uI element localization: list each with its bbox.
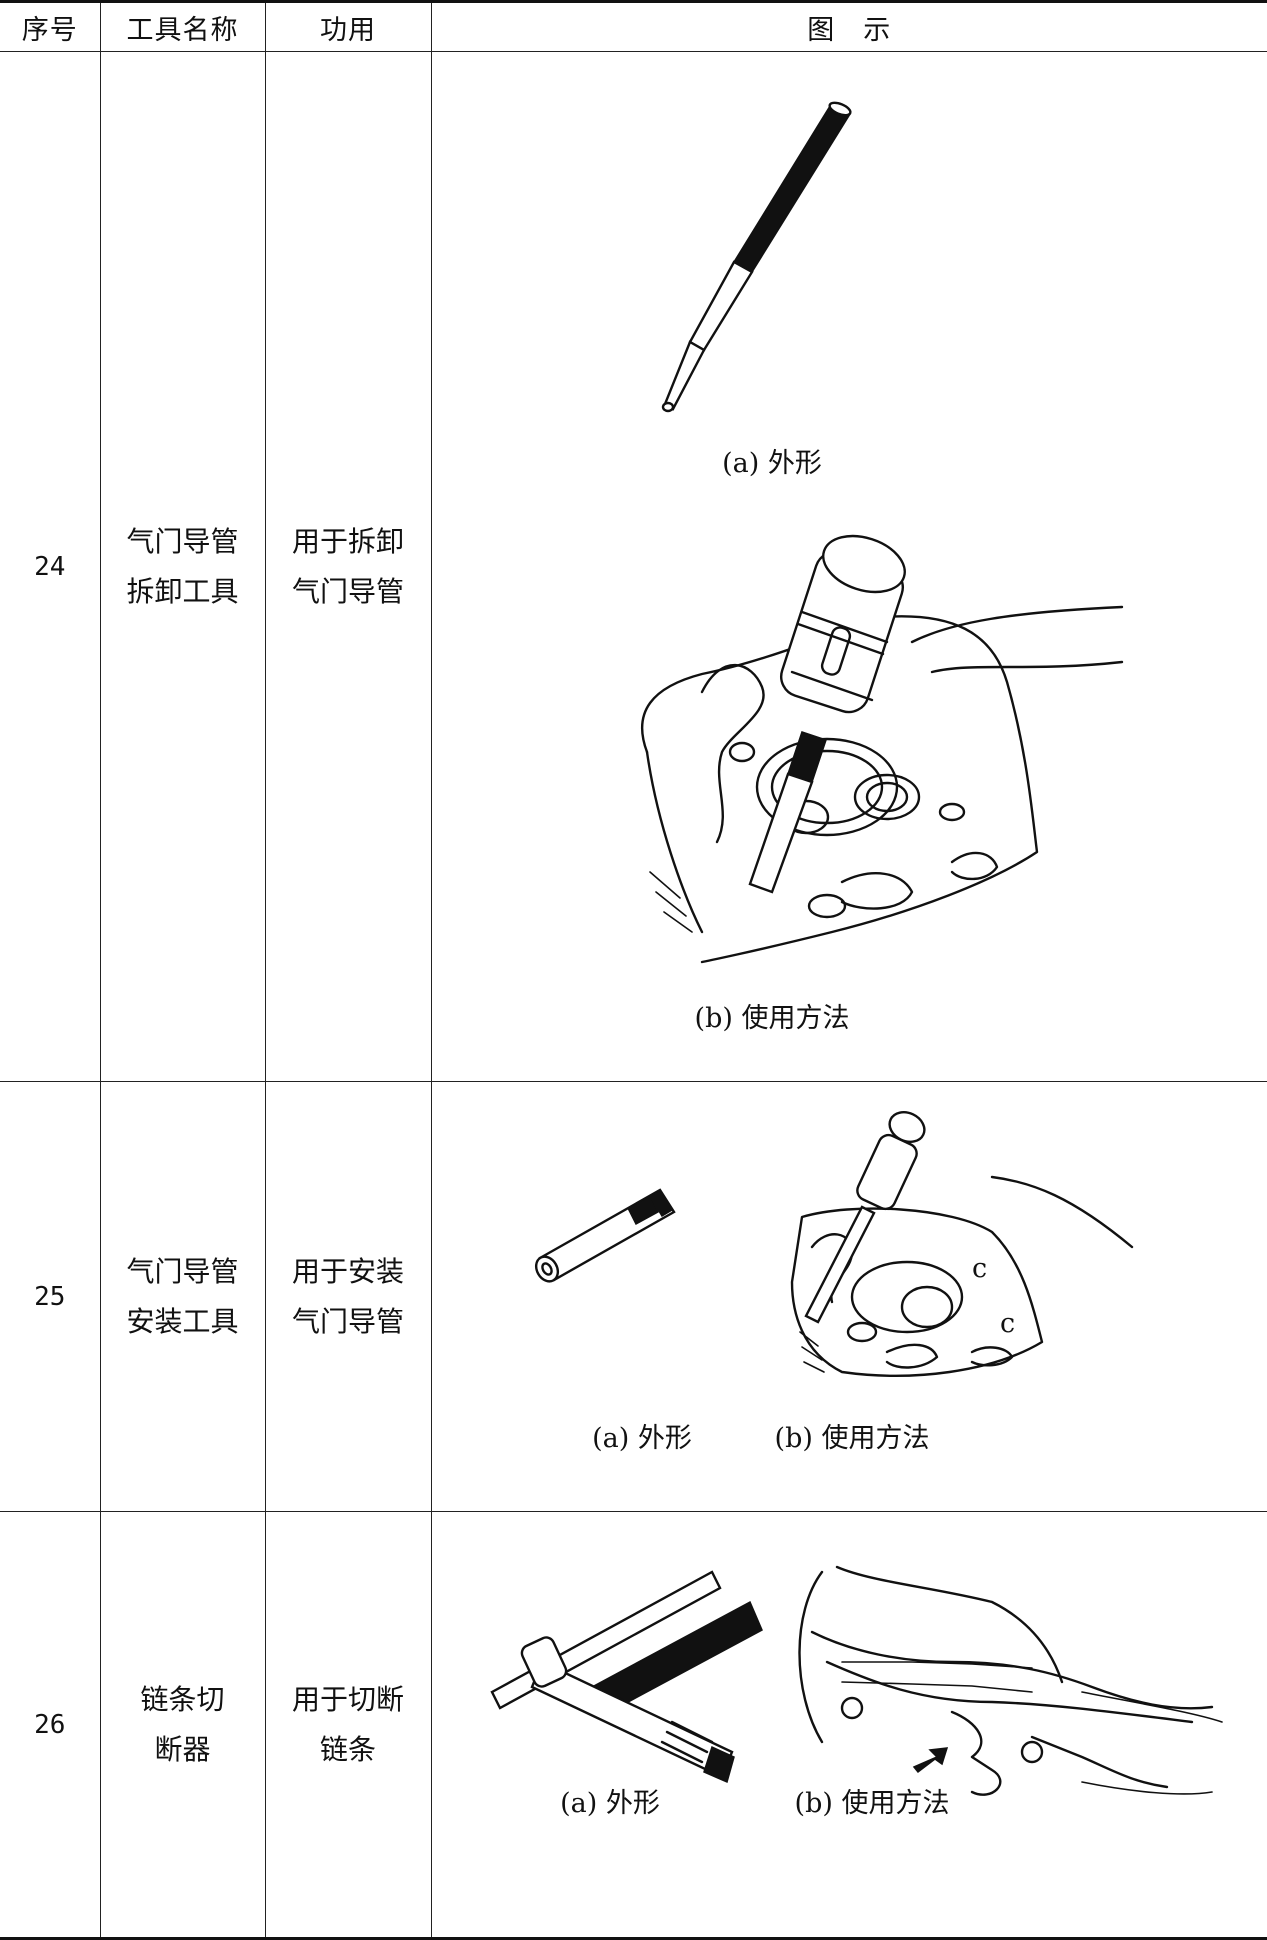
tool-function: 用于拆卸 气门导管 (264, 51, 432, 1082)
illustration-cell: c c (a) 外形 (b) 使用方法 (430, 1081, 1267, 1512)
row-number: 25 (0, 1081, 101, 1512)
caption-a: (a) 外形 (592, 1423, 692, 1454)
caption-a: (a) 外形 (560, 1788, 660, 1819)
tool-drawing-b (640, 534, 1123, 964)
caption-b: (b) 使用方法 (694, 1003, 849, 1034)
tool-drawing-a (534, 1188, 676, 1283)
tool-name: 气门导管 安装工具 (99, 1081, 266, 1512)
caption-b: (b) 使用方法 (794, 1788, 949, 1819)
header-illustration: 图 示 (430, 1, 1267, 52)
valve-guide-installer-figure: c c (a) 外形 (b) 使用方法 (534, 1111, 1133, 1454)
header-tool-name: 工具名称 (99, 1, 266, 52)
tool-drawing-a (661, 101, 852, 413)
valve-guide-remover-figure: (a) 外形 (640, 101, 1123, 1034)
table-row: 26 链条切 断器 用于切断 链条 (0, 1511, 1267, 1939)
table-row: 24 气门导管 拆卸工具 用于拆卸 气门导管 (a) 外形 (0, 51, 1267, 1082)
tool-drawing-b: c c (790, 1111, 1133, 1377)
row-number: 24 (0, 51, 101, 1082)
chain-breaker-figure: (a) 外形 (b) 使用方法 (489, 1565, 1223, 1819)
caption-b: (b) 使用方法 (774, 1423, 929, 1454)
tool-name: 气门导管 拆卸工具 (99, 51, 266, 1082)
illustration-cell: (a) 外形 (430, 51, 1267, 1082)
table-row: 25 气门导管 安装工具 用于安装 气门导管 (0, 1081, 1267, 1512)
caption-a: (a) 外形 (722, 448, 822, 479)
header-row: 序号 工具名称 功用 图 示 (0, 1, 1267, 52)
header-no: 序号 (0, 1, 101, 52)
row-number: 26 (0, 1511, 101, 1939)
tool-drawing-b (797, 1565, 1223, 1796)
tool-function: 用于安装 气门导管 (264, 1081, 432, 1512)
tool-name: 链条切 断器 (99, 1511, 266, 1939)
tool-drawing-a (489, 1570, 763, 1784)
mark-c: c (972, 1253, 987, 1284)
tool-function: 用于切断 链条 (264, 1511, 432, 1939)
illustration-cell: (a) 外形 (b) 使用方法 (430, 1511, 1267, 1939)
mark-c: c (1000, 1308, 1015, 1339)
header-function: 功用 (264, 1, 432, 52)
